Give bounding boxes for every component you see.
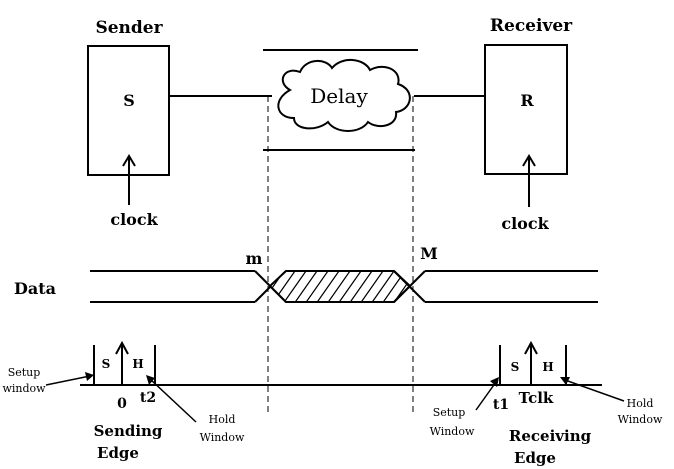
receiver-title: Receiver [490,16,573,36]
sending-setup-pointer-icon [45,372,94,386]
data-cross-right-b [393,270,426,303]
sending-setup-window-label-line1: Setup [8,366,41,379]
sending-hold-pointer-icon [146,375,197,423]
receiving-hold-pointer-icon [560,377,625,402]
data-unstable-region [268,270,412,303]
sending-setup-window-label-line2: window [2,382,46,395]
sending-edge-label-line1: Sending [94,422,163,440]
receiver-clock-arrow-icon [522,154,536,207]
max-marker: M [420,244,438,263]
delay-label: Delay [310,84,368,108]
receiving-setup-window-label-line2: Window [430,425,475,438]
receiver-box-label: R [520,91,534,110]
receiving-hold-window-label-line2: Window [618,413,663,426]
sender-box-label: S [123,91,135,110]
sender-title: Sender [95,18,163,38]
receiving-edge-label-line1: Receiving [509,427,592,445]
sending-setup-label: S [102,357,111,371]
receiving-setup-label: S [511,360,520,374]
receiving-edge-time: Tclk [519,389,554,407]
sending-hold-window-label-line2: Window [200,431,245,444]
receiving-hold-label: H [542,360,553,374]
receiving-setup-pointer-icon [475,377,499,411]
sending-hold-time: t2 [140,390,156,406]
data-label: Data [14,279,56,298]
min-marker: m [246,249,263,268]
receiver-box [484,44,568,175]
sending-edge-time: 0 [117,396,127,412]
sending-hold-label: H [132,357,143,371]
sending-edge-label-line2: Edge [97,444,139,462]
receiving-hold-window-label-line1: Hold [627,397,654,410]
sender-clock-label: clock [110,210,158,229]
receiver-clock-label: clock [501,214,549,233]
sender-clock-arrow-icon [122,154,136,205]
sending-hold-window-label-line1: Hold [209,413,236,426]
receiving-edge-arrow-icon [524,340,538,385]
sending-edge-arrow-icon [115,340,129,385]
receiving-setup-time: t1 [493,397,509,413]
receiving-edge-label-line2: Edge [514,449,556,467]
receiving-setup-window-label-line1: Setup [433,406,466,419]
delay-cloud [277,59,411,132]
